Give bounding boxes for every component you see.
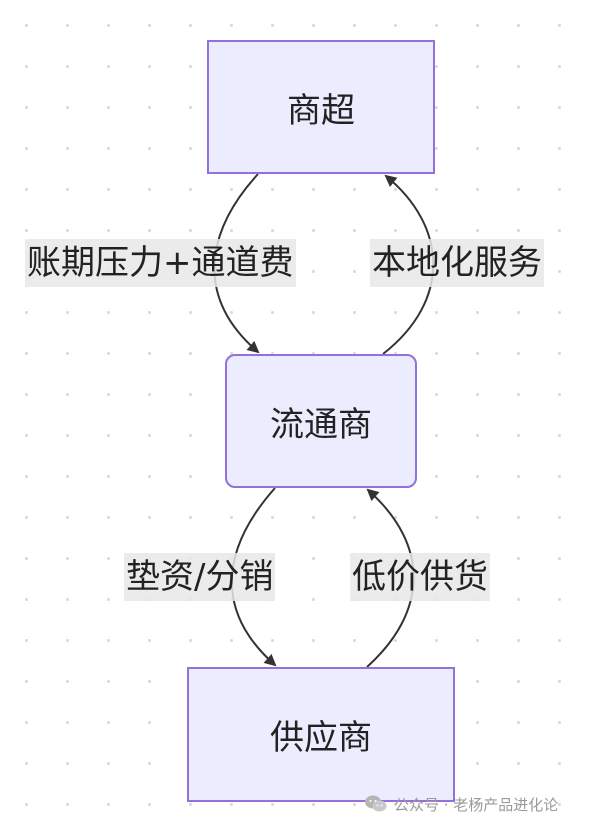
edge-label-payment-pressure: 账期压力+通道费 bbox=[25, 239, 296, 287]
watermark-text: 公众号 · 老杨产品进化论 bbox=[394, 795, 559, 814]
node-supermarket-label: 商超 bbox=[287, 90, 355, 131]
node-supermarket: 商超 bbox=[207, 40, 435, 174]
edge-label-advance-distribution: 垫资/分销 bbox=[124, 553, 276, 601]
edge-label-low-price-supply: 低价供货 bbox=[350, 553, 490, 601]
node-supplier-label: 供应商 bbox=[270, 718, 372, 758]
node-distributor: 流通商 bbox=[225, 354, 417, 488]
wechat-icon bbox=[364, 794, 388, 814]
node-distributor-label: 流通商 bbox=[270, 404, 372, 445]
edge-label-local-service: 本地化服务 bbox=[370, 239, 544, 287]
node-supplier: 供应商 bbox=[187, 667, 455, 802]
watermark: 公众号 · 老杨产品进化论 bbox=[364, 792, 558, 816]
